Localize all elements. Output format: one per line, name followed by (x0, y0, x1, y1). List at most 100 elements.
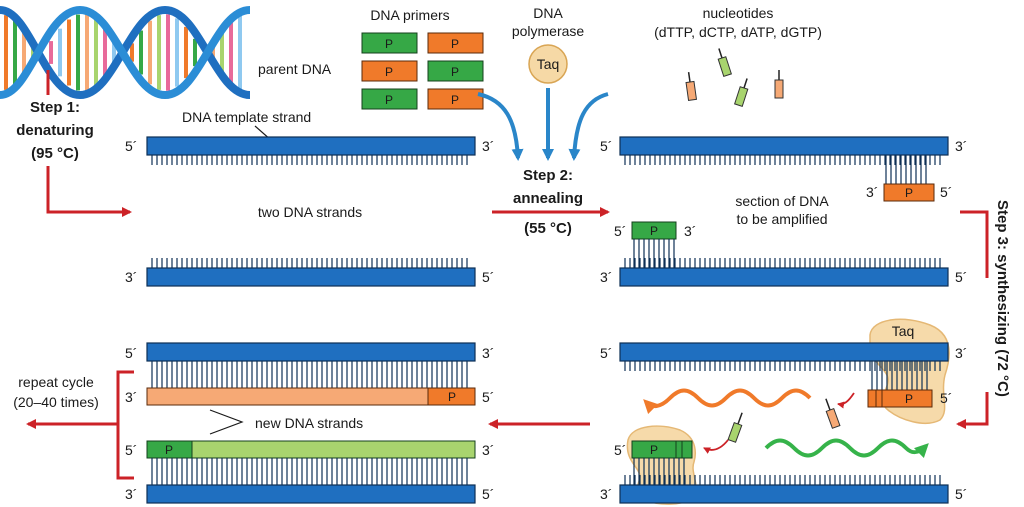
end-label: 3´ (482, 345, 494, 361)
result-bottom-strand (146, 484, 476, 504)
end-label: 5´ (482, 486, 494, 502)
step1-arrow (46, 166, 132, 217)
end-label: 3´ (955, 138, 967, 154)
end-label: 5´ (955, 486, 967, 502)
taq-enzyme (528, 44, 568, 84)
primer-label: P (448, 390, 456, 404)
step2-temp: (55 °C) (524, 220, 572, 237)
end-label: 3´ (684, 223, 696, 239)
taq-label: Taq (537, 56, 560, 72)
step2-name: annealing (513, 190, 583, 207)
nucleotides-to-step2-arrow (568, 92, 609, 161)
step1-temp: (95 °C) (31, 145, 79, 162)
end-label: 5´ (600, 345, 612, 361)
svg-text:P: P (451, 65, 459, 79)
primer-label: P (905, 392, 913, 406)
new-orange-primer (427, 387, 476, 406)
two-strands-label: two DNA strands (258, 204, 362, 220)
nucleotide-incorporation-arrow-bottom (703, 439, 729, 454)
taq-label-top: Taq (892, 323, 915, 339)
orange-primer (883, 183, 935, 202)
svg-text:P: P (385, 37, 393, 51)
primer-label: P (165, 443, 173, 457)
new-green-primer (146, 440, 193, 459)
step2-title: Step 2: (523, 167, 573, 184)
end-label: 5´ (955, 269, 967, 285)
svg-text:P: P (451, 37, 459, 51)
top-template-ticks (151, 155, 468, 165)
svg-text:P: P (385, 93, 393, 107)
synth-green-primer (631, 440, 693, 459)
synth-bottom-ticks (624, 475, 941, 485)
primer-label: P (650, 443, 658, 457)
end-label: 3´ (125, 269, 137, 285)
primers-to-step2-arrow (477, 92, 524, 161)
step1-name: denaturing (16, 122, 94, 139)
synth-orange-primer (867, 389, 933, 408)
step3-label: Step 3: synthesizing (72 °C) (994, 200, 1011, 397)
new-orange-strand (146, 387, 476, 406)
primer-grid: P P P P P P (361, 32, 484, 110)
end-label: 5´ (125, 345, 137, 361)
nucleotide-group (685, 48, 784, 107)
template-strand-label: DNA template strand (182, 109, 311, 125)
annealed-bottom-strand (619, 267, 949, 287)
new-strands-pointer (209, 409, 244, 435)
green-primer-ticks (633, 239, 675, 268)
dna-primers-label: DNA primers (370, 7, 449, 23)
end-label: 3´ (125, 389, 137, 405)
end-label: 5´ (125, 442, 137, 458)
repeat-bracket (116, 370, 134, 480)
step3-arrow-top (960, 210, 989, 278)
end-label: 5´ (614, 442, 626, 458)
end-label: 3´ (955, 345, 967, 361)
polymerase-label-2: polymerase (512, 23, 585, 39)
end-label: 3´ (482, 138, 494, 154)
end-label: 5´ (125, 138, 137, 154)
free-nucleotide-orange (825, 398, 841, 429)
result-top-ticks (151, 361, 468, 388)
end-label: 3´ (600, 486, 612, 502)
end-label: 5´ (940, 184, 952, 200)
end-label: 5´ (940, 390, 952, 406)
bottom-template-ticks (151, 258, 468, 268)
repeat-label-2: (20–40 times) (13, 394, 99, 410)
new-green-strand (146, 440, 476, 459)
orange-primer-ticks (885, 155, 927, 184)
end-label: 5´ (482, 269, 494, 285)
nucleotides-label-1: nucleotides (703, 5, 774, 21)
end-label: 3´ (125, 486, 137, 502)
synth-orange-ticks (871, 361, 928, 390)
green-growth-wave (764, 438, 929, 459)
svg-text:P: P (385, 65, 393, 79)
free-nucleotide-green (727, 412, 743, 443)
repeat-label-1: repeat cycle (18, 374, 94, 390)
annealed-bottom-ticks (624, 258, 941, 268)
annealed-top-ticks (624, 155, 941, 165)
result-top-strand (146, 342, 476, 362)
synth-bottom-strand (619, 484, 949, 504)
helix-backbone-b (0, 5, 251, 100)
end-label: 5´ (482, 389, 494, 405)
bottom-template-strand (146, 267, 476, 287)
orange-growth-wave (643, 388, 812, 415)
synth-green-ticks (633, 458, 685, 485)
new-strands-label: new DNA strands (255, 415, 363, 431)
svg-text:P: P (451, 93, 459, 107)
nucleotides-label-2: (dTTP, dCTP, dATP, dGTP) (654, 24, 822, 40)
top-template-strand (146, 136, 476, 156)
end-label: 3´ (482, 442, 494, 458)
step3-arrow-bottom (956, 392, 989, 429)
end-label: 3´ (866, 184, 878, 200)
synth-top-strand (619, 342, 949, 362)
primer-label: P (905, 186, 913, 200)
end-label: 5´ (614, 223, 626, 239)
section-label-2: to be amplified (736, 211, 827, 227)
parent-dna-helix (0, 5, 251, 100)
end-label: 5´ (600, 138, 612, 154)
section-label-1: section of DNA (735, 193, 829, 209)
end-label: 3´ (600, 269, 612, 285)
result-bottom-ticks (151, 458, 468, 485)
primer-label: P (650, 224, 658, 238)
